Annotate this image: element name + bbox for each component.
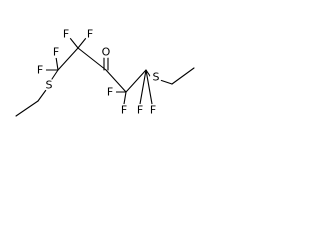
svg-text:F: F <box>63 28 69 41</box>
svg-text:S: S <box>153 71 160 84</box>
bond-layer <box>15 37 195 117</box>
atom-f: F <box>34 64 46 77</box>
bond-c2-f-left <box>69 37 79 49</box>
svg-text:F: F <box>137 104 143 117</box>
svg-text:O: O <box>102 46 111 59</box>
bond-c4-c5 <box>125 69 147 93</box>
svg-text:F: F <box>121 104 127 117</box>
bond-ethyl-right-ch3 <box>171 67 195 85</box>
atom-s: S <box>150 71 162 84</box>
bond-ethyl-right-s-ch2 <box>159 79 173 85</box>
svg-text:F: F <box>37 64 43 77</box>
svg-text:F: F <box>107 86 113 99</box>
atom-f: F <box>147 104 159 117</box>
bond-ethyl-left-ch2-s <box>37 89 47 102</box>
atom-layer: F F F F S O F <box>34 28 162 117</box>
atom-f: F <box>134 104 146 117</box>
svg-text:F: F <box>150 104 156 117</box>
bond-c1-c2 <box>57 47 79 71</box>
atom-f: F <box>60 28 72 41</box>
svg-text:F: F <box>87 28 93 41</box>
atom-f: F <box>50 46 62 59</box>
svg-text:F: F <box>53 46 59 59</box>
bond-s-cf2-left <box>51 69 59 80</box>
bond-c2-c3 <box>77 47 107 71</box>
bond-c5-f-bottom-left <box>139 69 147 105</box>
bond-ethyl-left-ch3 <box>15 100 39 117</box>
atom-o: O <box>100 46 112 59</box>
bond-c5-f-bottom-right <box>145 69 153 105</box>
atom-f: F <box>84 28 96 41</box>
bond-c4-f-bottom <box>123 91 127 105</box>
atom-f: F <box>104 86 116 99</box>
molecule-structure: F F F F S O F <box>15 28 195 117</box>
bond-c1-f-top <box>55 56 59 71</box>
atom-s: S <box>43 79 55 92</box>
bond-c2-f-top <box>77 37 87 49</box>
svg-text:S: S <box>46 79 53 92</box>
bond-c3-c4 <box>105 69 127 93</box>
atom-f: F <box>118 104 130 117</box>
